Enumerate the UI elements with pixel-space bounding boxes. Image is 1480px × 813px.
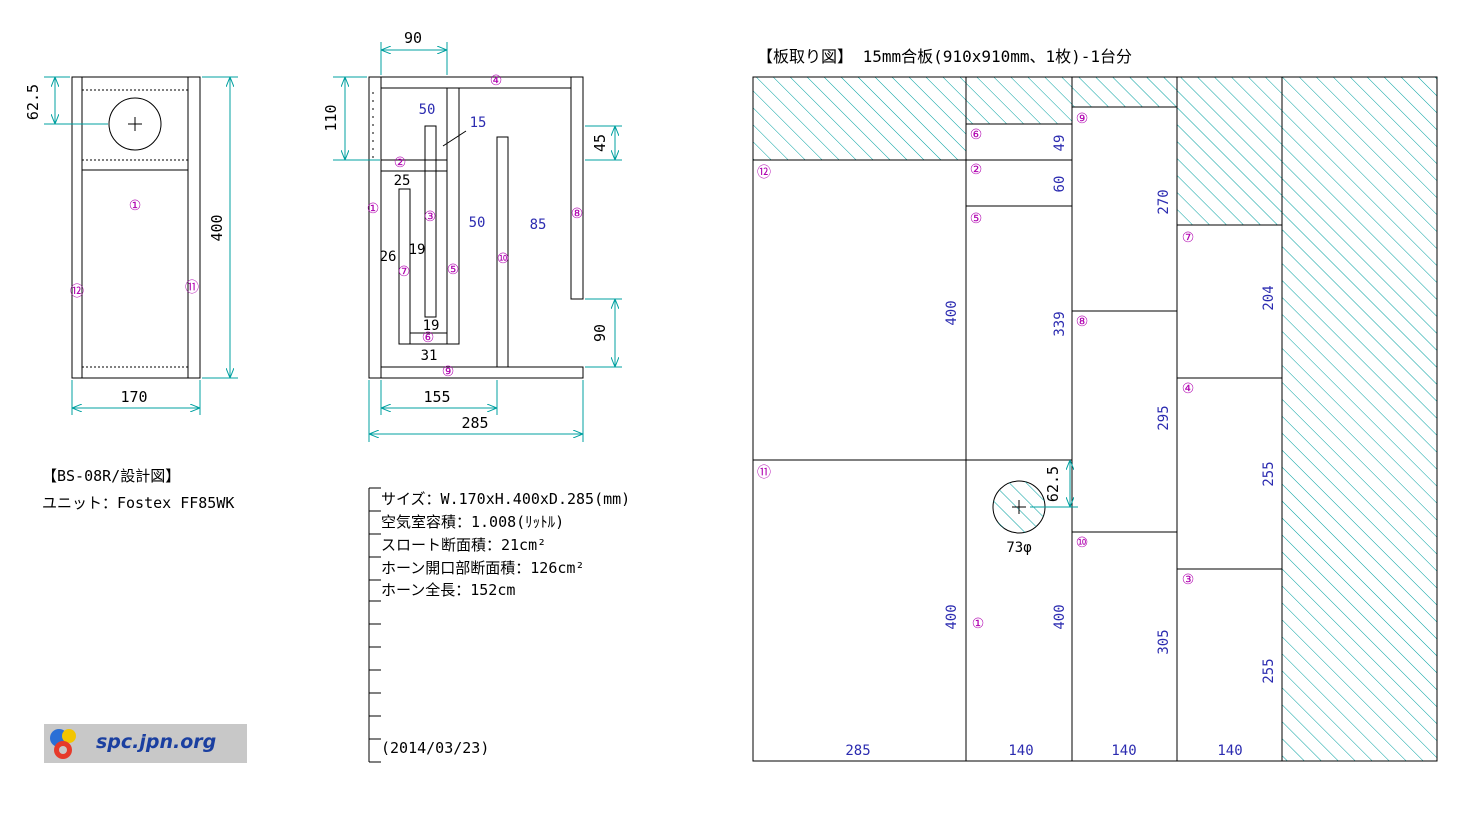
spec-air-volume: 空気室容積：1.008(ﾘｯﾄﾙ) xyxy=(381,513,565,531)
cut-part-1: ① xyxy=(972,616,985,632)
side-285-label: 285 xyxy=(461,414,488,432)
front-width-label: 170 xyxy=(120,388,147,406)
cut-part-7: ⑦ xyxy=(1182,230,1195,246)
side-part-7: ⑦ xyxy=(398,264,411,280)
side-view xyxy=(368,76,584,379)
side-front-baffle xyxy=(368,76,382,379)
design-unit: ユニット：Fostex FF85WK xyxy=(42,494,235,512)
cutting-title: 【板取り図】 15mm合板(910x910mm、1枚)-1台分 xyxy=(757,47,1132,66)
side-partition-10 xyxy=(496,136,509,368)
side-rear-panel xyxy=(570,76,584,300)
side-partition-7 xyxy=(398,188,411,345)
side-part-5: ⑤ xyxy=(447,262,460,278)
side-top-panel xyxy=(380,76,572,89)
side-155-label: 155 xyxy=(423,388,450,406)
cut-dim-p5: 339 xyxy=(1052,311,1068,336)
side-part-3: ③ xyxy=(424,209,437,225)
cut-dim-p6: 49 xyxy=(1052,135,1068,152)
cut-col-width-4: 140 xyxy=(1217,743,1242,759)
cut-dim-p1: 400 xyxy=(1052,604,1068,629)
side-dimensions xyxy=(333,42,622,442)
front-top-offset-label: 62.5 xyxy=(24,84,42,120)
cut-dim-p9: 270 xyxy=(1156,189,1172,214)
cut-col-width-3: 140 xyxy=(1111,743,1136,759)
cut-dim-p3: 255 xyxy=(1261,658,1277,683)
cut-dim-p11: 400 xyxy=(944,604,960,629)
cut-col-width-1: 285 xyxy=(845,743,870,759)
side-dim-31: 31 xyxy=(421,348,438,364)
front-dimensions xyxy=(44,76,238,415)
side-partition-6 xyxy=(409,332,448,345)
cut-part-9: ⑨ xyxy=(1076,111,1089,127)
side-top-height-label: 110 xyxy=(322,104,340,131)
side-dim-50b: 50 xyxy=(469,215,486,231)
speaker-hole xyxy=(108,97,162,151)
side-dim-15: 15 xyxy=(470,115,487,131)
design-title: 【BS-08R/設計図】 xyxy=(42,467,181,485)
cut-col-width-2: 140 xyxy=(1008,743,1033,759)
spec-horn-mouth-area: ホーン開口部断面積：126cm² xyxy=(381,559,585,577)
spec-size: サイズ：W.170xH.400xD.285(mm) xyxy=(381,490,631,508)
side-dim-25: 25 xyxy=(394,173,411,189)
side-partition-3 xyxy=(424,125,437,318)
side-part-8: ⑧ xyxy=(571,206,584,222)
spc-logo-icon xyxy=(50,729,76,759)
spec-date: (2014/03/23) xyxy=(381,739,490,757)
board-outline xyxy=(752,76,1438,762)
side-bottom-panel xyxy=(380,366,584,379)
cut-part-10: ⑩ xyxy=(1076,535,1089,551)
side-leader-15 xyxy=(442,130,467,147)
side-dim-19b: 19 xyxy=(423,318,440,334)
side-part-6: ⑥ xyxy=(422,330,435,346)
cut-part-5: ⑤ xyxy=(970,211,983,227)
front-height-label: 400 xyxy=(208,214,226,241)
cut-part-8: ⑧ xyxy=(1076,314,1089,330)
cut-part-4: ④ xyxy=(1182,381,1195,397)
cut-dim-p10: 305 xyxy=(1156,629,1172,654)
side-partition-2 xyxy=(380,159,448,172)
side-dim-19a: 19 xyxy=(409,242,426,258)
cut-part-2: ② xyxy=(970,162,983,178)
front-part-12: ⑫ xyxy=(70,284,84,300)
cut-part-3: ③ xyxy=(1182,572,1195,588)
front-outline xyxy=(71,76,201,379)
spc-logo-text: spc.jpn.org xyxy=(96,731,217,753)
cut-dim-p2: 60 xyxy=(1052,176,1068,193)
spec-horn-length: ホーン全長：152cm xyxy=(381,581,516,599)
side-right-bottom-label: 90 xyxy=(591,324,609,342)
side-dim-85: 85 xyxy=(530,217,547,233)
front-part-11: ⑪ xyxy=(185,280,199,296)
side-part-4: ④ xyxy=(490,73,503,89)
spc-logo[interactable]: spc.jpn.org xyxy=(44,724,247,763)
side-top-width-label: 90 xyxy=(404,29,422,47)
side-right-top-label: 45 xyxy=(591,134,609,152)
spec-ticks xyxy=(368,487,381,763)
front-part-1: ① xyxy=(129,198,142,214)
cut-dim-p8: 295 xyxy=(1156,405,1172,430)
cut-part-12: ⑫ xyxy=(757,165,771,181)
front-view xyxy=(71,76,201,379)
side-part-9: ⑨ xyxy=(442,364,455,380)
side-part-2: ② xyxy=(394,155,407,171)
cutting-board xyxy=(752,76,1438,762)
cutting-hole-diameter: 73φ xyxy=(1006,540,1031,556)
side-dim-50a: 50 xyxy=(419,102,436,118)
cut-part-11: ⑪ xyxy=(757,465,771,481)
cut-dim-p12: 400 xyxy=(944,300,960,325)
side-part-1: ① xyxy=(367,201,380,217)
cutting-hatched-waste xyxy=(753,77,1437,761)
cut-part-6: ⑥ xyxy=(970,127,983,143)
side-dim-26: 26 xyxy=(380,249,397,265)
cut-dim-p7: 204 xyxy=(1261,285,1277,310)
side-partition-5 xyxy=(446,87,460,345)
cut-dim-p4: 255 xyxy=(1261,461,1277,486)
spec-throat-area: スロート断面積：21cm² xyxy=(381,536,547,554)
cutting-hole-dimension xyxy=(1030,461,1078,508)
cutting-hole-offset: 62.5 xyxy=(1044,466,1062,502)
side-part-10: ⑩ xyxy=(497,251,510,267)
